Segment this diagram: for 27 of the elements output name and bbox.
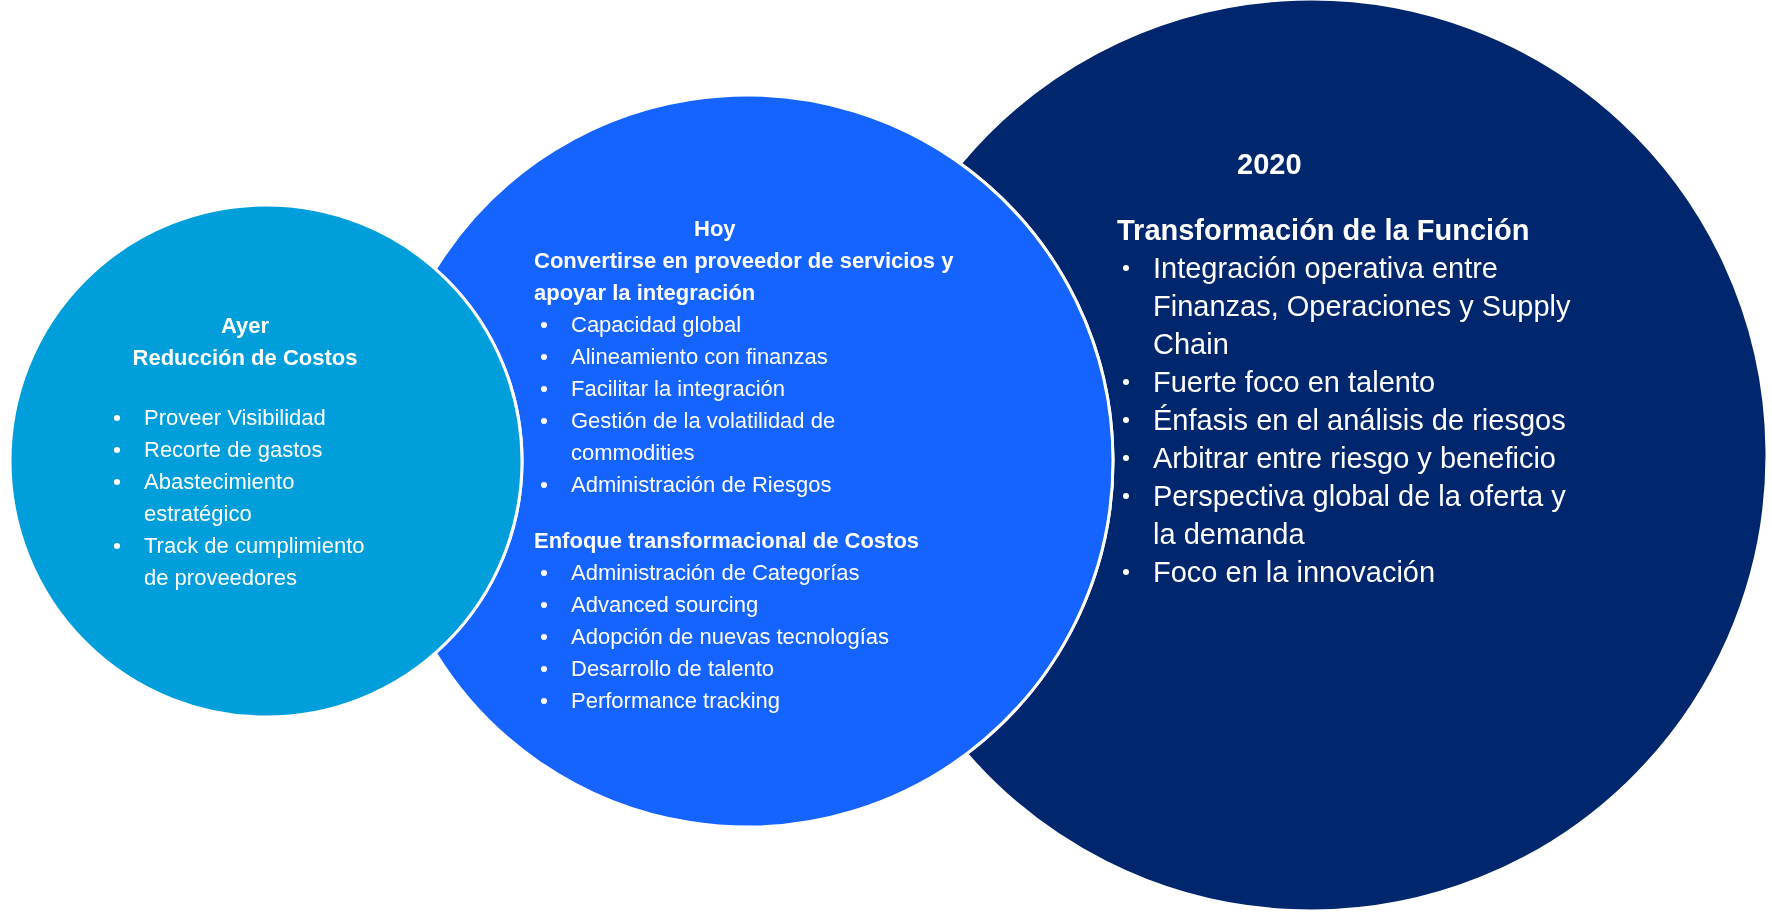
heading: Ayer bbox=[220, 313, 270, 338]
heading: Enfoque transformacional de Costos bbox=[534, 528, 920, 553]
bullet-item: Arbitrar entre riesgo y beneficio bbox=[1153, 441, 1556, 476]
bullet-item: Track de cumplimiento de proveedores bbox=[144, 532, 366, 592]
bullet-item: Gestión de la volatilidad de commodities bbox=[571, 407, 837, 467]
bullet-item: Performance tracking bbox=[571, 687, 781, 715]
heading: Convertirse en proveedor de servicios y apoyar la integración bbox=[534, 248, 954, 305]
bullet-item: Desarrollo de talento bbox=[571, 655, 774, 683]
bullet-item: Integración operativa entre Finanzas, Operaciones y Supply Chain bbox=[1153, 251, 1572, 362]
bullet-item: Administración de Riesgos bbox=[571, 471, 832, 499]
bullet-item: Énfasis en el análisis de riesgos bbox=[1153, 403, 1566, 438]
bullet-item: Alineamiento con finanzas bbox=[571, 343, 828, 371]
bullet-item: Capacidad global bbox=[571, 311, 742, 339]
bullet-item: Proveer Visibilidad bbox=[144, 404, 326, 432]
bullet-item: Foco en la innovación bbox=[1153, 555, 1436, 590]
bullet-item: Advanced sourcing bbox=[571, 591, 759, 619]
bullet-item: Perspectiva global de la oferta y la demanda bbox=[1153, 479, 1567, 552]
bullet-item: Recorte de gastos bbox=[144, 436, 323, 464]
bullet-item: Adopción de nuevas tecnologías bbox=[571, 623, 889, 651]
heading: 2020 bbox=[1237, 148, 1302, 180]
heading: Reducción de Costos bbox=[132, 345, 358, 370]
heading: Transformación de la Función bbox=[1117, 214, 1530, 246]
bullet-item: Fuerte foco en talento bbox=[1153, 365, 1436, 400]
bullet-item: Administración de Categorías bbox=[571, 559, 860, 587]
bullet-item: Abastecimiento estratégico bbox=[144, 468, 296, 528]
bullet-item: Facilitar la integración bbox=[571, 375, 785, 403]
heading: Hoy bbox=[694, 216, 736, 241]
